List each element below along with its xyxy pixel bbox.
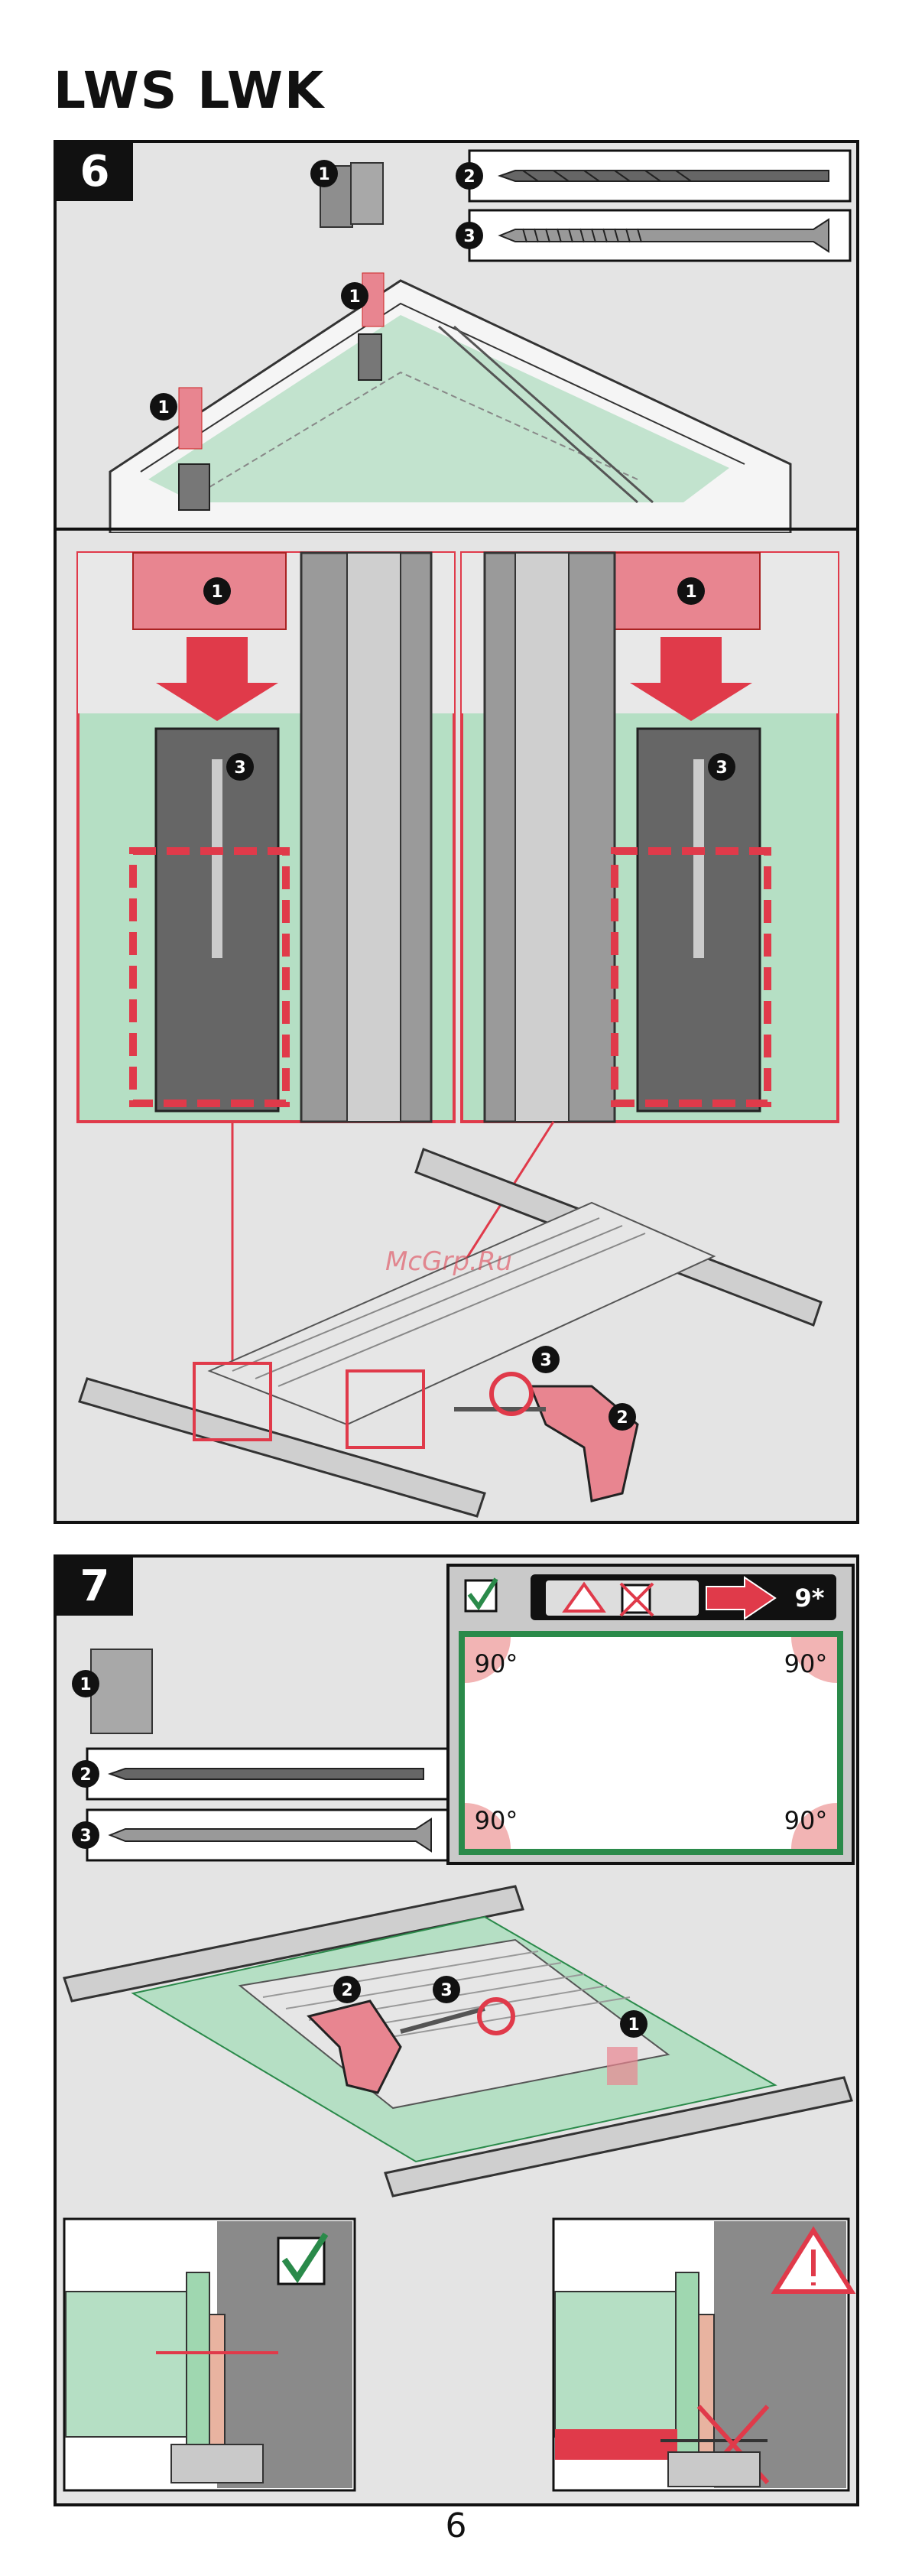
angle-label-tr: 90°	[784, 1649, 828, 1678]
cabinet-corner-drawing: 1 1	[110, 273, 790, 533]
callout-1-part: 1	[80, 1675, 91, 1694]
spacer-blocks: 1	[310, 160, 383, 227]
watermark: McGrp.Ru	[385, 1246, 512, 1277]
callout-1-frame-7: 1	[628, 2016, 639, 2035]
spacer-block: 1	[72, 1649, 152, 1733]
callout-1-left: 1	[157, 398, 169, 417]
callout-2-drill-7: 2	[341, 1981, 352, 2000]
drill-bit-box: 2	[456, 151, 850, 201]
check-icon	[466, 1579, 496, 1611]
drill-bit-icon	[500, 171, 829, 181]
check-icon	[278, 2234, 326, 2284]
cross-out-icon	[621, 1584, 653, 1616]
callout-1-right: 1	[349, 287, 360, 307]
callout-3-part: 3	[80, 1827, 91, 1846]
callout-3-drill-7: 3	[440, 1981, 452, 2000]
step-6-panel: 6 1 2 3	[54, 140, 859, 1524]
callout-1: 1	[318, 165, 329, 184]
page-number: 6	[0, 2506, 912, 2545]
screw-box-7: 3	[72, 1810, 454, 1860]
step-7-illustration: 1 2 3	[57, 1558, 856, 2503]
step-6-overview-illustration: 1 2 3	[57, 143, 856, 533]
drill-icon: 2 3	[454, 1346, 638, 1501]
callout-1-detail-right: 1	[685, 583, 696, 602]
callout-3-detail-left: 3	[234, 759, 245, 778]
callout-2: 2	[463, 167, 475, 187]
frame-underside-drawing	[80, 1149, 821, 1516]
drill-bit-box-7: 2	[72, 1749, 454, 1799]
squareness-check-panel: 9* 90° 90° 90° 90°	[448, 1565, 853, 1863]
callout-3-drill: 3	[540, 1351, 551, 1370]
page-title: LWS LWK	[54, 61, 325, 120]
callout-3: 3	[463, 227, 475, 246]
callout-2-drill: 2	[616, 1408, 628, 1428]
detail-inset-right: 1 3	[462, 553, 838, 1122]
angle-label-br: 90°	[784, 1806, 828, 1835]
detail-inset-left: 1 3	[78, 553, 454, 1122]
detail-correct	[64, 2219, 355, 2490]
frame-assembly-drawing	[64, 1886, 852, 2196]
step-6-detail-illustration: 1 3 1 3	[57, 530, 856, 1521]
drill-bit-icon	[110, 1769, 424, 1779]
angle-label-tl: 90°	[475, 1649, 518, 1678]
callout-1-detail-left: 1	[211, 583, 222, 602]
step-7-panel: 7 1 2 3	[54, 1554, 859, 2506]
goto-step-label: 9*	[795, 1584, 825, 1613]
detail-incorrect	[553, 2219, 852, 2490]
angle-label-bl: 90°	[475, 1806, 518, 1835]
callout-2-part: 2	[80, 1766, 91, 1785]
callout-3-detail-right: 3	[716, 759, 727, 778]
screw-box: 3	[456, 210, 850, 261]
